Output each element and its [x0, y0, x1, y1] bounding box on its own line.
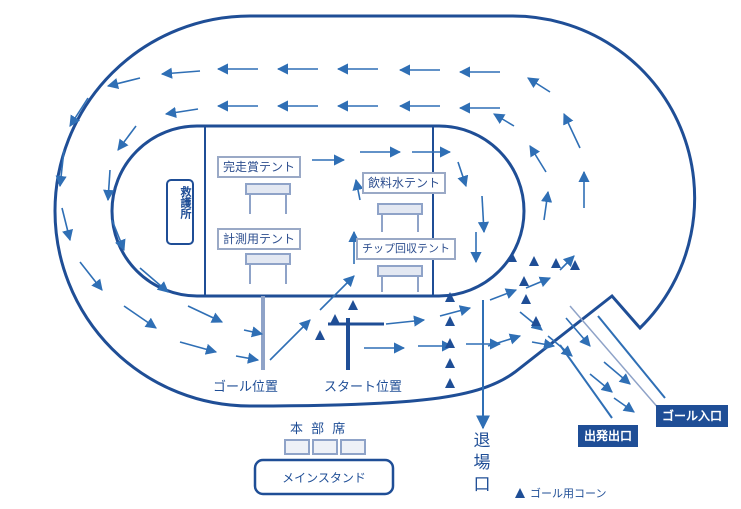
- road-line-1: [559, 344, 613, 419]
- tent-water-icon: [377, 203, 423, 232]
- tent-chip-icon: [377, 265, 423, 292]
- goal-position-label: ゴール位置: [213, 380, 279, 395]
- goal-cones: [315, 252, 580, 388]
- course-arrows: [55, 63, 635, 413]
- tent-chip-label: チップ回収テント: [356, 238, 456, 260]
- start-position-label: スタート位置: [324, 380, 403, 395]
- tent-finish-icon: [245, 183, 291, 214]
- tent-water-label: 飲料水テント: [362, 172, 447, 194]
- hq-seats-icon: [284, 439, 366, 455]
- legend-cone-label: ゴール用コーン: [530, 487, 607, 500]
- side-box: [166, 179, 194, 245]
- inner-field-outline: [110, 124, 526, 298]
- exit-label: 退場口: [473, 431, 491, 495]
- road-line-2: [597, 315, 666, 399]
- main-stand-label: メインスタンド: [282, 471, 366, 485]
- legend-cone-icon: [515, 488, 525, 498]
- road-line-3: [569, 305, 661, 411]
- main-stand-box: [253, 458, 395, 496]
- tent-timing-label: 計測用テント: [217, 228, 302, 250]
- tent-timing-icon: [245, 253, 291, 284]
- goal-entrance-label: ゴール入口: [656, 405, 729, 427]
- side-box-label: 救護所: [179, 186, 192, 219]
- hq-label: 本 部 席: [290, 422, 348, 437]
- departure-exit-label: 出発出口: [578, 425, 639, 447]
- tent-finish-label: 完走賞テント: [217, 156, 302, 178]
